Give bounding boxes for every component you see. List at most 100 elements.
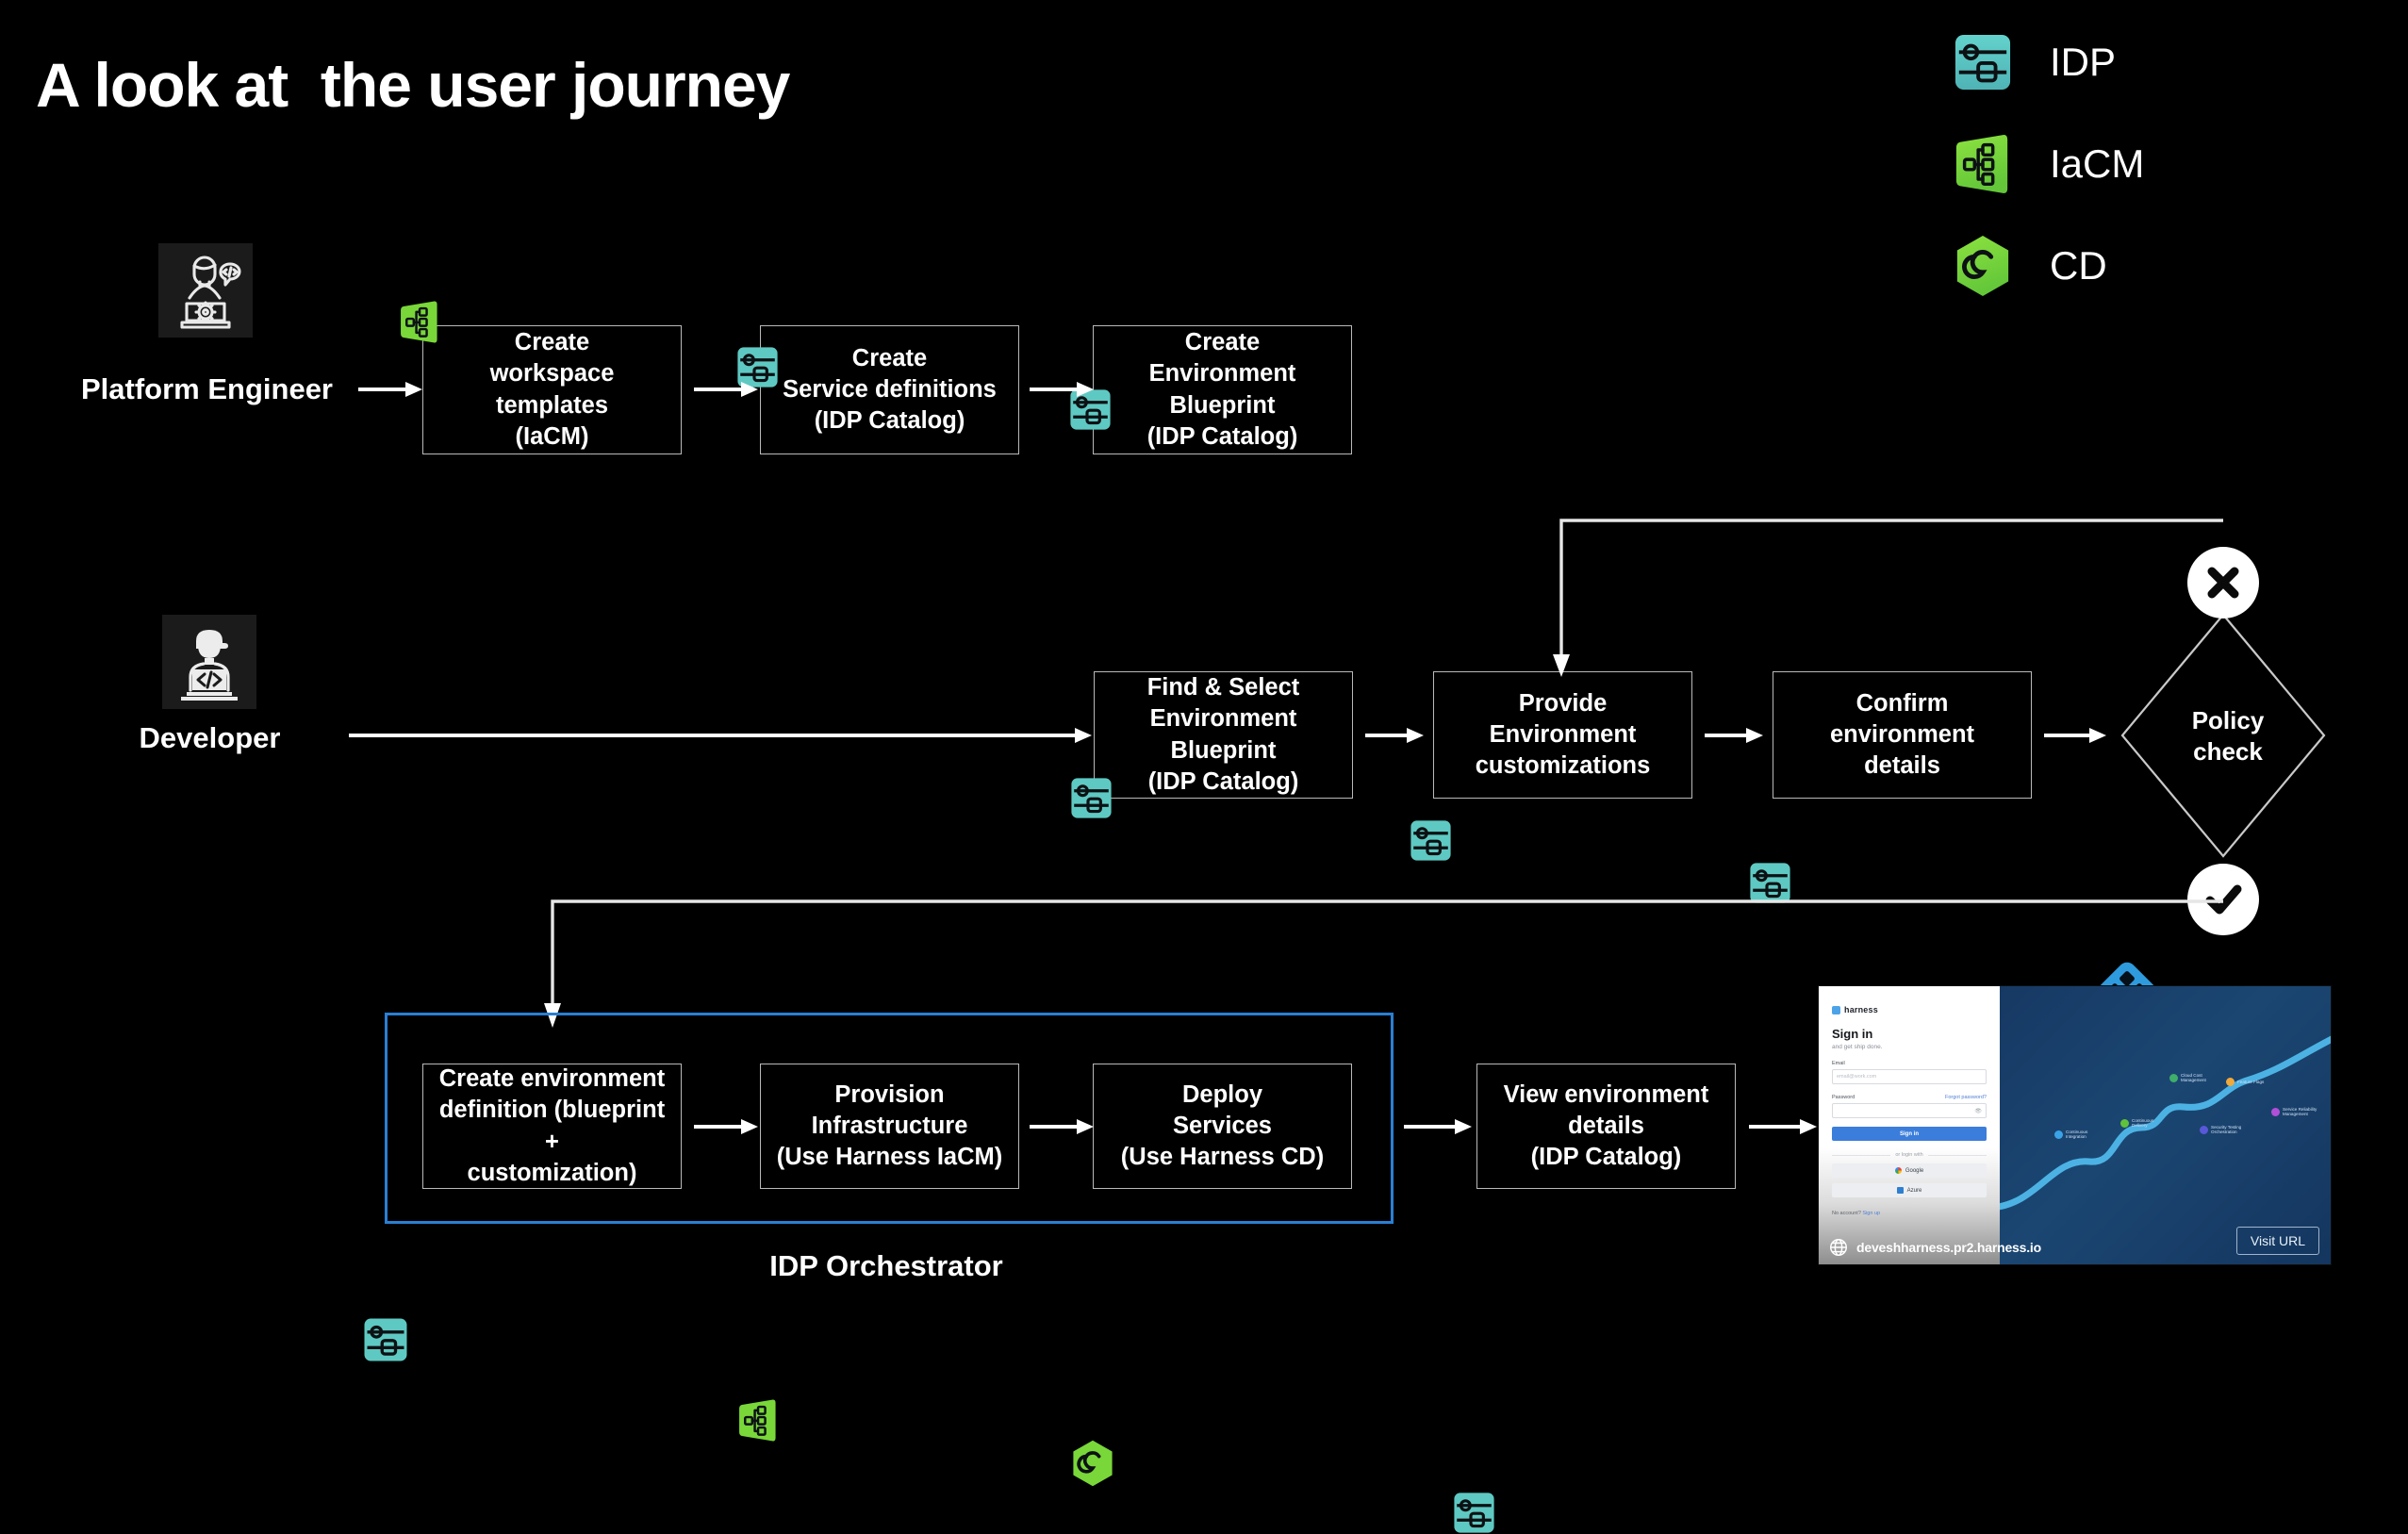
url-text: deveshharness.pr2.harness.io [1856, 1240, 2041, 1255]
signin-subheading: and get ship done. [1832, 1044, 1883, 1050]
arrow-r3-n1-to-n2 [694, 1114, 760, 1139]
idp-icon [1069, 388, 1112, 431]
google-label: Google [1905, 1167, 1924, 1174]
idp-icon [1954, 33, 2012, 91]
service-reliability-management-icon [2271, 1107, 2280, 1116]
persona-developer [162, 615, 256, 709]
legend-item-iacm: IaCM [1954, 113, 2350, 215]
azure-signin-button[interactable]: Azure [1832, 1183, 1987, 1197]
decision-policy-check[interactable] [2119, 612, 2327, 859]
harness-logo-mark [1832, 1005, 1840, 1014]
security-testing-orchestration-icon [2200, 1125, 2208, 1134]
connector-policy-pass-path [544, 896, 2235, 1037]
marker-security-testing-orchestration: Security Testing Orchestration [2200, 1125, 2241, 1135]
continuous-integration-icon [2054, 1130, 2063, 1139]
node-provide-environment-customizations[interactable]: Provide Environment customizations [1433, 671, 1692, 799]
email-placeholder: email@work.com [1837, 1074, 1877, 1080]
feature-flags-icon [2226, 1078, 2235, 1086]
check-icon [2187, 864, 2259, 935]
node-label: Create environment definition (blueprint… [438, 1065, 666, 1186]
idp-icon [1410, 819, 1452, 862]
node-create-environment-definition[interactable]: Create environment definition (blueprint… [422, 1064, 682, 1189]
idp-icon [736, 346, 779, 388]
journey-path-illustration [2000, 1035, 2331, 1211]
page-title: A look at the user journey [36, 50, 790, 120]
iacm-icon [737, 1398, 779, 1443]
node-label: Create Environment Blueprint (IDP Catalo… [1146, 329, 1298, 450]
decision-policy-check-label: Policy check [2191, 706, 2265, 767]
password-field[interactable]: 👁 [1832, 1103, 1987, 1118]
idp-orchestrator-caption: IDP Orchestrator [769, 1249, 1003, 1282]
developer-avatar-icon [162, 615, 256, 709]
marker-label: Feature Flags [2237, 1079, 2265, 1084]
idp-icon [1749, 862, 1791, 904]
legend-item-cd: CD [1954, 215, 2350, 317]
node-confirm-environment-details[interactable]: Confirm environment details [1773, 671, 2032, 799]
marker-label: Service Reliability Management [2283, 1107, 2317, 1117]
node-label: Provide Environment customizations [1475, 689, 1651, 780]
node-create-environment-blueprint[interactable]: Create Environment Blueprint (IDP Catalo… [1093, 325, 1352, 454]
marker-continuous-integration: Continuous Integration [2054, 1130, 2087, 1140]
forgot-password-link[interactable]: Forgot password? [1944, 1095, 1987, 1100]
email-field[interactable]: email@work.com [1832, 1069, 1987, 1084]
arrow-pe-to-node1 [358, 377, 424, 402]
persona-label-platform-engineer: Platform Engineer [81, 372, 333, 405]
node-provision-infrastructure[interactable]: Provision Infrastructure (Use Harness Ia… [760, 1064, 1019, 1189]
connector-policy-fail-loop [1553, 515, 2235, 685]
idp-orchestrator-group [385, 1013, 1394, 1224]
azure-label: Azure [1906, 1187, 1922, 1194]
arrow-r2-n1-to-n2 [1365, 723, 1426, 748]
idp-icon [363, 1317, 408, 1362]
node-label: Provision Infrastructure (Use Harness Ia… [776, 1080, 1003, 1171]
cd-icon [1070, 1440, 1115, 1487]
node-deploy-services[interactable]: Deploy Services (Use Harness CD) [1093, 1064, 1352, 1189]
divider-line-left [1832, 1154, 1891, 1156]
email-label: Email [1832, 1061, 1845, 1066]
marker-label: Continuous Integration [2066, 1130, 2088, 1140]
harness-logo-text: harness [1844, 1005, 1878, 1014]
harness-signin-screenshot[interactable]: harness Sign in and get ship done. Email… [1819, 986, 2331, 1264]
marker-label: Security Testing Orchestration [2211, 1125, 2242, 1135]
marker-continuous-delivery: Continuous Delivery [2120, 1118, 2153, 1129]
no-account-text: No account? Sign up [1832, 1211, 1881, 1216]
globe-icon [1828, 1237, 1849, 1258]
iacm-icon [1954, 133, 2012, 195]
cloud-cost-management-icon [2169, 1073, 2178, 1082]
legend-item-idp: IDP [1954, 11, 2350, 113]
persona-platform-engineer [158, 243, 253, 338]
harness-logo: harness [1832, 1005, 1987, 1014]
marker-label: Cloud Cost Management [2181, 1073, 2206, 1083]
node-create-service-definitions[interactable]: Create Service definitions (IDP Catalog) [760, 325, 1019, 454]
google-signin-button[interactable]: Google [1832, 1163, 1987, 1178]
platform-engineer-avatar-icon [158, 243, 253, 338]
signin-panel: harness Sign in and get ship done. Email… [1819, 986, 2000, 1264]
marker-cloud-cost-management: Cloud Cost Management [2169, 1073, 2206, 1083]
password-label: Password [1832, 1095, 1855, 1100]
arrow-r3-n4-to-thumbnail [1749, 1114, 1819, 1139]
sign-up-link[interactable]: Sign up [1862, 1211, 1881, 1216]
persona-label-developer: Developer [139, 721, 281, 754]
signin-button[interactable]: Sign in [1832, 1127, 1987, 1141]
legend-label-iacm: IaCM [2050, 141, 2145, 186]
node-view-environment-details[interactable]: View environment details (IDP Catalog) [1476, 1064, 1736, 1189]
eye-icon[interactable]: 👁 [1974, 1108, 1982, 1114]
arrow-node1-to-node2 [694, 377, 760, 402]
url-bar: deveshharness.pr2.harness.io [1819, 1230, 2331, 1264]
legend-label-cd: CD [2050, 243, 2107, 288]
node-label: Deploy Services (Use Harness CD) [1120, 1080, 1325, 1171]
azure-icon [1896, 1187, 1904, 1194]
signin-illustration: Continuous Integration Continuous Delive… [2000, 986, 2331, 1264]
cd-icon [1954, 235, 2012, 297]
signin-heading: Sign in [1832, 1027, 1873, 1041]
node-create-workspace-templates[interactable]: Create workspace templates (IaCM) [422, 325, 682, 454]
node-find-select-environment-blueprint[interactable]: Find & Select Environment Blueprint (IDP… [1094, 671, 1353, 799]
legend: IDP IaCM [1954, 11, 2350, 317]
arrow-r2-n2-to-n3 [1705, 723, 1765, 748]
divider: or login with [1832, 1152, 1987, 1158]
node-label: Find & Select Environment Blueprint (IDP… [1146, 674, 1300, 795]
node-label: Confirm environment details [1829, 689, 1975, 780]
node-label: Create workspace templates (IaCM) [489, 329, 615, 450]
visit-url-button[interactable]: Visit URL [2235, 1227, 2319, 1255]
arrow-r3-n2-to-n3 [1030, 1114, 1096, 1139]
iacm-icon [399, 300, 440, 344]
